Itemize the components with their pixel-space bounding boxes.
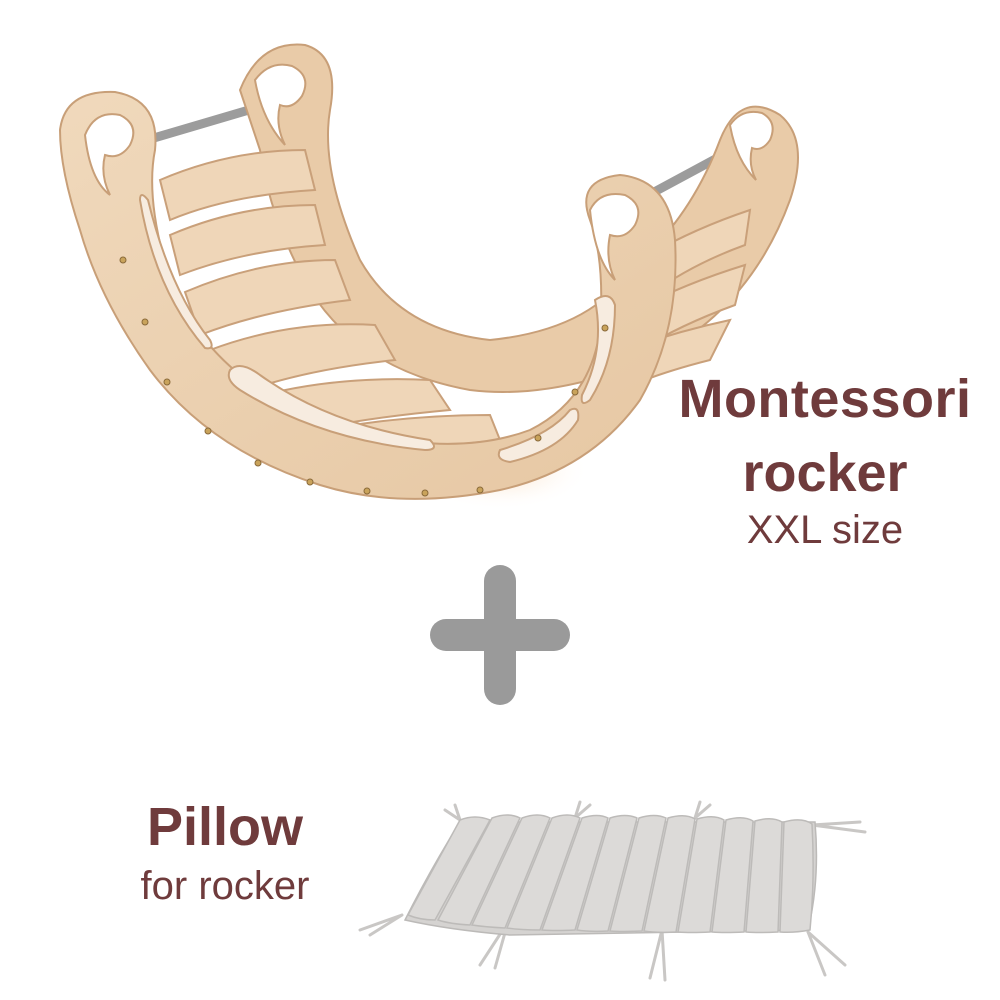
pillow-description: for rocker — [140, 864, 310, 908]
pillow-name: Pillow — [146, 797, 303, 857]
rocker-name-line-2: rocker — [742, 443, 908, 503]
pillow-image — [358, 800, 867, 982]
plus-icon — [430, 565, 570, 705]
rocker-name-line-1: Montessori — [678, 369, 972, 429]
rocker-image — [58, 43, 799, 510]
rocker-size-label: XXL size — [746, 508, 904, 552]
